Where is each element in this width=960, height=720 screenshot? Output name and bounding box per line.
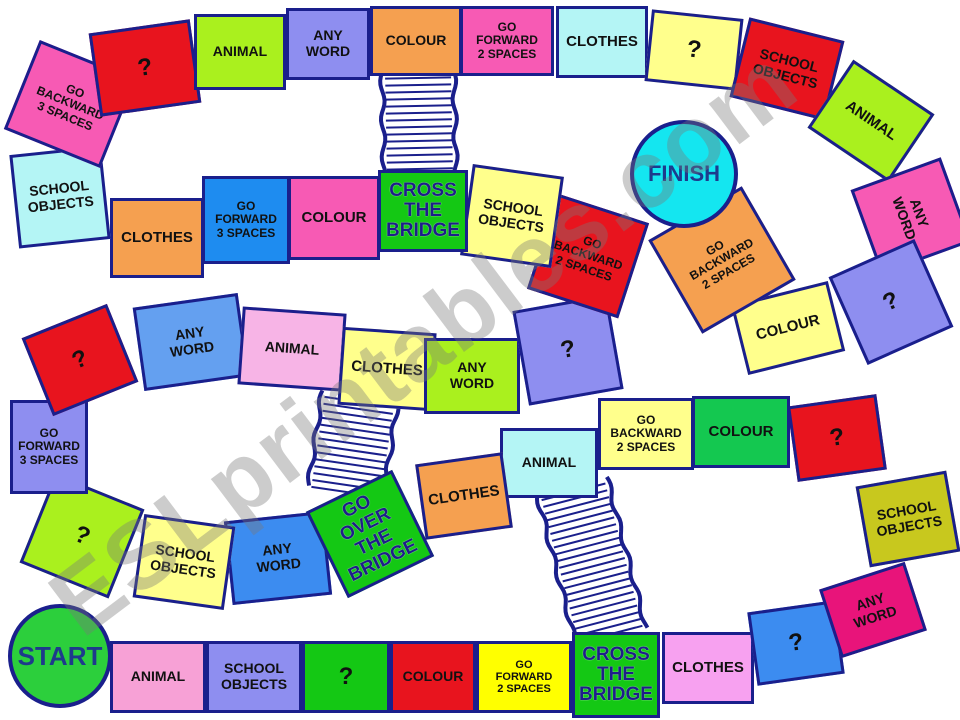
bridge-label: CROSS THE BRIDGE [579,644,653,705]
board-square-label: SCHOOL OBJECTS [477,195,545,236]
board-square-label: GO BACKWARD 2 SPACES [610,412,682,454]
board-square-label: CLOTHES [566,32,638,50]
board-square-label: CLOTHES [672,658,744,676]
finish-label: FINISH [647,161,721,186]
board-square-label: COLOUR [754,311,822,344]
bridge-square[interactable]: CROSS THE BRIDGE [572,632,660,718]
board-square-label: ANY WORD [851,589,899,632]
board-square-label: GO FORWARD 2 SPACES [476,19,538,61]
board-square-label: ANIMAL [521,454,577,471]
board-square-label: ? [338,662,354,690]
board-square[interactable]: CLOTHES [662,632,754,704]
finish-circle[interactable]: FINISH [630,120,738,228]
board-square[interactable]: SCHOOL OBJECTS [855,470,960,568]
bridge-ladder [534,475,650,650]
board-square[interactable]: COLOUR [370,6,462,76]
board-square[interactable]: SCHOOL OBJECTS [460,164,564,268]
board-square-label: SCHOOL OBJECTS [875,497,944,540]
board-square-label: CLOTHES [350,357,424,380]
board-square[interactable]: ANY WORD [424,338,520,414]
board-square[interactable]: ? [644,9,744,91]
board-square-label: ? [878,285,903,317]
board-square-label: SCHOOL OBJECTS [220,660,288,692]
bridge-label: CROSS THE BRIDGE [386,180,460,241]
board-square[interactable]: SCHOOL OBJECTS [206,641,302,713]
board-square[interactable]: ? [302,641,390,713]
board-square-label: GO BACKWARD 2 SPACES [552,232,625,284]
board-square[interactable]: ANY WORD [132,293,250,391]
board-square-label: ANY WORD [889,194,932,242]
board-square[interactable]: GO FORWARD 3 SPACES [202,176,290,264]
board-square-label: GO FORWARD 3 SPACES [18,425,80,467]
board-square[interactable]: SCHOOL OBJECTS [132,514,236,610]
board-square-label: SCHOOL OBJECTS [27,177,95,216]
board-square-label: CLOTHES [427,481,501,509]
board-square-label: ? [135,52,155,82]
board-square-label: ? [70,519,95,551]
start-circle[interactable]: START [8,604,112,708]
bridge-square[interactable]: CROSS THE BRIDGE [378,170,468,252]
board-square-label: SCHOOL OBJECTS [751,45,821,92]
board-square[interactable]: GO FORWARD 3 SPACES [10,400,88,494]
board-square[interactable]: ANY WORD [286,8,370,80]
start-label: START [17,640,103,671]
board-square[interactable]: ? [88,19,202,117]
board-square-label: ? [786,627,806,657]
board-square-label: ? [558,334,578,364]
board-square-label: ANY WORD [449,359,495,391]
board-square[interactable]: ANIMAL [110,641,206,713]
board-square[interactable]: CLOTHES [556,6,648,78]
board-square[interactable]: CLOTHES [337,326,437,412]
board-square-label: ANIMAL [212,43,268,60]
board-square-label: ? [685,34,703,64]
board-square[interactable]: GO FORWARD 2 SPACES [460,6,554,76]
board-square[interactable]: GO FORWARD 2 SPACES [476,641,572,713]
board-square[interactable]: CLOTHES [110,198,204,278]
board-square[interactable]: GO BACKWARD 2 SPACES [598,398,694,470]
board-square-label: GO FORWARD 2 SPACES [495,658,553,696]
board-square[interactable]: CLOTHES [415,452,513,540]
bridge-ladder [378,70,460,175]
board-square-label: ANY WORD [168,323,216,360]
board-square-label: ANIMAL [264,338,320,359]
board-square-label: ? [827,422,847,452]
board-square-label: ? [67,343,92,375]
board-square-label: ANIMAL [130,668,186,685]
board-square-label: ANIMAL [842,96,901,144]
board-square[interactable]: ANIMAL [237,306,347,392]
board-square-label: CLOTHES [121,228,193,246]
board-square-label: SCHOOL OBJECTS [149,541,217,582]
board-square-label: COLOUR [708,422,774,440]
board-square[interactable]: COLOUR [288,176,380,260]
board-square[interactable]: ANIMAL [500,428,598,498]
board-square-label: ANY WORD [255,539,302,576]
board-square-label: GO BACKWARD 2 SPACES [687,235,758,292]
board-square[interactable]: ? [787,394,887,482]
board-square[interactable]: ANIMAL [194,14,286,90]
board-square-label: COLOUR [301,208,367,226]
board-square-label: COLOUR [402,668,464,685]
board-square-label: ANY WORD [305,27,351,59]
board-square-label: COLOUR [385,32,447,49]
board-square[interactable]: COLOUR [692,396,790,468]
board-square[interactable]: COLOUR [390,641,476,713]
board-square-label: GO FORWARD 3 SPACES [215,198,277,240]
